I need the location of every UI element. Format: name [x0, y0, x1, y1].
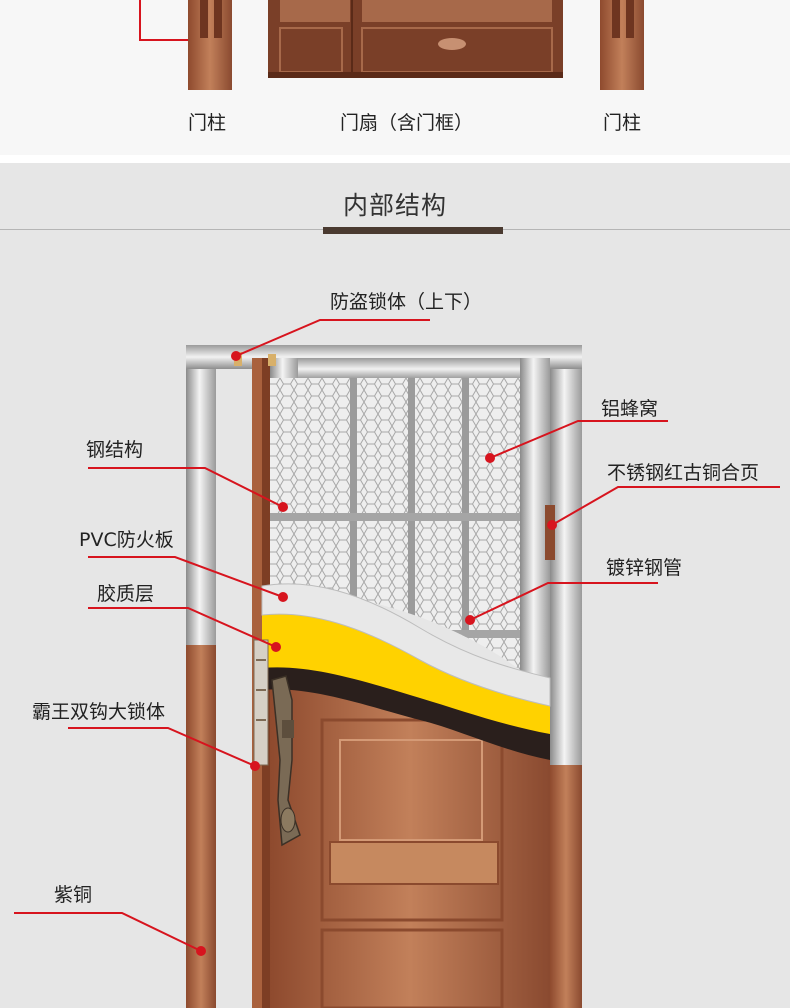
right-post-image — [600, 0, 644, 90]
leaf-top-steel — [270, 358, 550, 380]
door-handle — [271, 675, 301, 847]
right-frame-steel — [550, 345, 582, 765]
section-title: 内部结构 — [342, 191, 447, 220]
callout-galvanized-pipe: 镀锌钢管 — [606, 557, 683, 579]
hinge-shape — [545, 505, 555, 560]
left-post-image — [188, 0, 232, 90]
callout-lines — [14, 319, 780, 952]
foam-layer-band — [262, 612, 550, 734]
top-lock-bolt-right — [268, 354, 276, 366]
lock-box — [253, 639, 269, 766]
label-door-leaf: 门扇（含门框） — [340, 112, 474, 134]
callout-lock-updown: 防盗锁体（上下） — [330, 291, 483, 313]
callout-lock-body: 霸王双钩大锁体 — [32, 701, 166, 723]
callout-pvc-board: PVC防火板 — [79, 529, 174, 551]
label-left-post: 门柱 — [188, 112, 227, 134]
label-right-post: 门柱 — [603, 112, 642, 134]
left-frame-steel — [186, 345, 216, 645]
callout-dots — [196, 351, 557, 956]
callout-copper: 紫铜 — [54, 884, 93, 906]
callout-hinge: 不锈钢红古铜合页 — [607, 462, 760, 484]
callout-glue-layer: 胶质层 — [97, 583, 155, 605]
callout-aluminum-honeycomb: 铝蜂窝 — [601, 398, 659, 420]
title-underline-bar — [323, 227, 503, 234]
section-divider — [0, 155, 790, 163]
door-leaf-image — [268, 0, 563, 78]
callout-steel-structure: 钢结构 — [86, 439, 144, 461]
pvc-layer-band — [261, 583, 551, 707]
